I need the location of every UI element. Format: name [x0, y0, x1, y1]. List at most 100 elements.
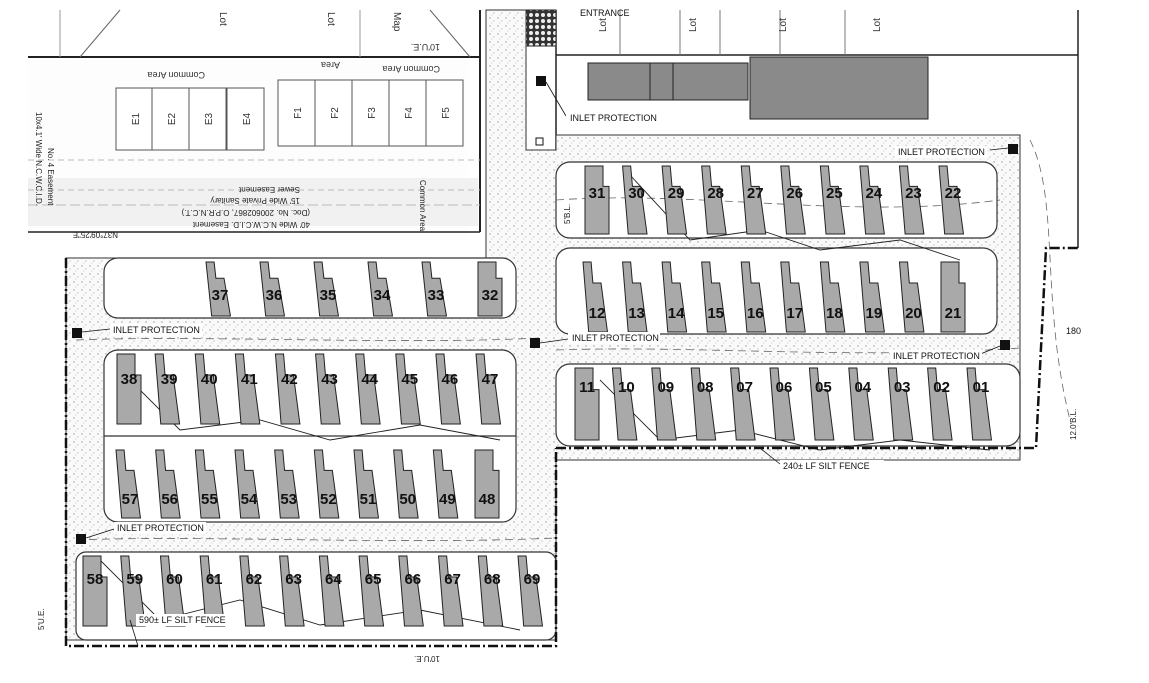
- building-line-label-2: 12.0'B.L.: [1069, 409, 1078, 440]
- lot-number: 44: [361, 371, 378, 388]
- lot-number: 19: [866, 305, 883, 322]
- lot-footprint: [938, 165, 965, 235]
- lot-number: 59: [126, 571, 143, 588]
- lot-footprint: [279, 555, 305, 627]
- lot-footprint: [819, 165, 846, 235]
- lot-number: 22: [945, 185, 962, 202]
- lot-footprint: [421, 261, 448, 317]
- unit-box: [277, 79, 316, 147]
- lot-number: 21: [945, 305, 962, 322]
- lot-footprint: [234, 353, 261, 425]
- unit-box: [188, 87, 227, 151]
- lot-footprint: [940, 261, 966, 333]
- lot-number: 09: [657, 379, 674, 396]
- lot-footprint: [477, 261, 503, 317]
- lot-number: 63: [285, 571, 302, 588]
- lot-number: 65: [365, 571, 382, 588]
- lot-number: 35: [320, 287, 337, 304]
- lot-number: 28: [707, 185, 724, 202]
- lot-label-5: Lot: [217, 12, 228, 26]
- lot-footprint: [887, 367, 914, 441]
- building-line-label: 5'B.L.: [563, 204, 572, 224]
- lot-footprint: [769, 367, 796, 441]
- unit-box: [425, 79, 464, 147]
- lot-footprint: [438, 555, 464, 627]
- lot-footprint: [740, 261, 767, 333]
- lot-number: 60: [166, 571, 183, 588]
- lot-number: 23: [905, 185, 922, 202]
- lot-footprint: [367, 261, 394, 317]
- lot-footprint: [574, 367, 600, 441]
- map-label: Map: [391, 12, 402, 32]
- lot-footprint: [584, 165, 610, 235]
- unit-box: [115, 87, 154, 151]
- lot-footprint: [690, 367, 717, 441]
- lot-number: 45: [401, 371, 418, 388]
- lot-label-6: Lot: [325, 12, 336, 26]
- area-label: Area: [321, 60, 340, 70]
- lot-footprint: [819, 261, 846, 333]
- lot-number: 40: [201, 371, 218, 388]
- sewer-easement-label: Sewer Easement: [238, 185, 300, 194]
- unit-box: [388, 79, 427, 147]
- lot-footprint: [318, 555, 345, 627]
- unit-label: E2: [167, 112, 178, 125]
- lot-number: 69: [524, 571, 541, 588]
- lot-footprint: [194, 449, 221, 519]
- lot-number: 38: [121, 371, 138, 388]
- lot-footprint: [239, 555, 265, 627]
- lot-number: 33: [428, 287, 445, 304]
- lot-number: 31: [589, 185, 606, 202]
- lot-footprint: [780, 261, 806, 333]
- lot-number: 41: [241, 371, 258, 388]
- lot-footprint: [358, 555, 385, 627]
- easement-band: [28, 178, 478, 226]
- lot-number: 05: [815, 379, 832, 396]
- lot-number: 01: [973, 379, 990, 396]
- lot-footprint: [966, 367, 993, 441]
- lot-footprint: [475, 353, 502, 425]
- lot-footprint: [780, 165, 806, 235]
- unit-label: F4: [404, 107, 415, 119]
- lot-footprint: [730, 367, 756, 441]
- lot-number: 62: [246, 571, 263, 588]
- silt-fence-240-label: 240± LF SILT FENCE: [783, 461, 870, 471]
- lot-footprint: [661, 261, 688, 333]
- lot-footprint: [701, 261, 727, 333]
- lot-number: 58: [87, 571, 104, 588]
- lot-number: 61: [206, 571, 223, 588]
- lot-footprint: [661, 165, 688, 235]
- lot-number: 04: [854, 379, 871, 396]
- lot-number: 10: [618, 379, 635, 396]
- common-area-label-3: Common Area: [418, 180, 427, 232]
- private-sanitary-label: 15' Wide Private Sanitary: [210, 196, 300, 205]
- lot-number: 64: [325, 571, 342, 588]
- ncwcid-no4-label: No. 4 Easement: [46, 148, 55, 206]
- lot-footprint: [274, 449, 300, 519]
- ue-bottom-label: 5'U.E.: [37, 608, 46, 630]
- unit-box: [314, 79, 353, 147]
- lot-number: 43: [321, 371, 338, 388]
- lot-footprint: [611, 367, 638, 441]
- doc-no-label: (Doc. No. 200602867, O.P.R.N.C.T.): [181, 208, 310, 217]
- lot-number: 53: [280, 491, 297, 508]
- lot-number: 18: [826, 305, 843, 322]
- lot-number: 55: [201, 491, 218, 508]
- lot-number: 57: [122, 491, 139, 508]
- lot-number: 47: [482, 371, 499, 388]
- bearing-label: N37°09'25"E: [73, 230, 118, 239]
- lot-number: 17: [786, 305, 803, 322]
- unit-label: F3: [367, 107, 378, 119]
- top-right-lots: [555, 10, 1079, 248]
- ue-top-label: 10'U.E.: [411, 42, 440, 52]
- lot-number: 29: [668, 185, 685, 202]
- existing-building-2: [749, 56, 929, 120]
- lot-footprint: [740, 165, 767, 235]
- inlet-protection-label-2: INLET PROTECTION: [898, 147, 985, 157]
- dimension-180: 180: [1066, 326, 1081, 336]
- inlet-protection-label-3: INLET PROTECTION: [572, 333, 659, 343]
- leader-lines: [81, 81, 1009, 647]
- lot-number: 50: [399, 491, 416, 508]
- lot-number: 02: [933, 379, 950, 396]
- riprap: [525, 9, 557, 47]
